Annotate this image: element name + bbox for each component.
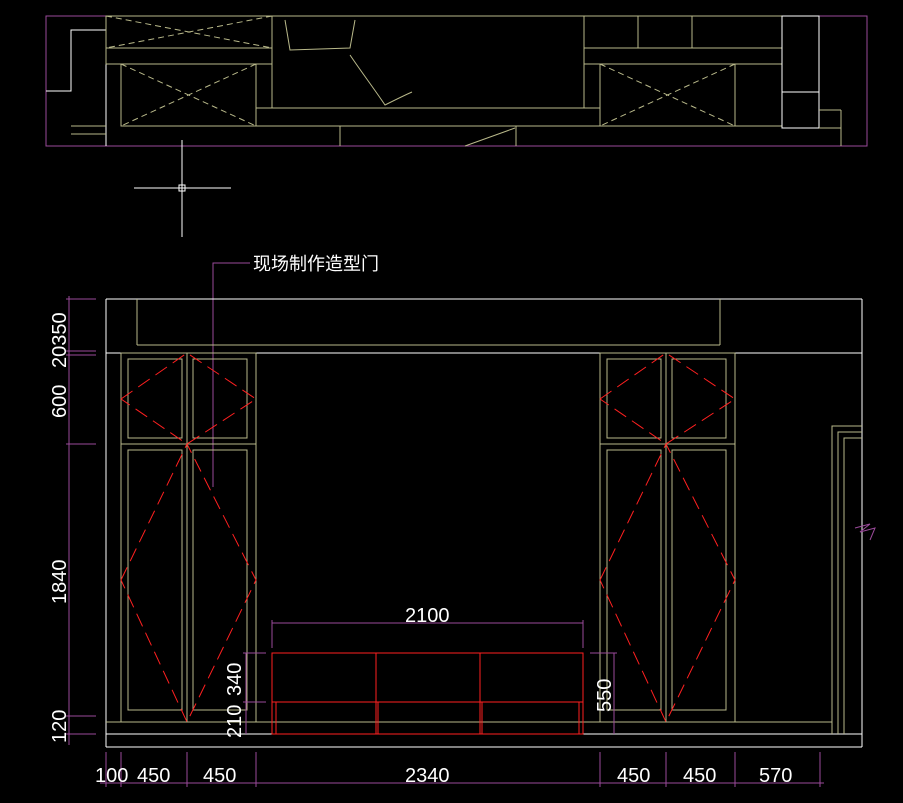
dim-sofa-seat: 210 xyxy=(224,705,246,738)
dim-bottom-3: 2340 xyxy=(405,765,450,787)
plan-view xyxy=(45,15,868,147)
dim-bottom-5: 450 xyxy=(683,765,716,787)
right-wardrobe-door-swing xyxy=(599,352,736,724)
dim-bottom-2: 450 xyxy=(203,765,236,787)
dim-bottom-4: 450 xyxy=(617,765,650,787)
dimension-labels: 20350 600 1840 120 210 340 550 2100 100 … xyxy=(49,312,792,787)
plan-left-cabinet xyxy=(105,15,273,127)
dimensions xyxy=(66,296,824,787)
elevation-view xyxy=(105,298,876,748)
crosshair-cursor-icon xyxy=(134,140,231,237)
right-door-frame xyxy=(831,425,876,734)
dim-sofa-width: 2100 xyxy=(405,605,450,627)
annotation-text: 现场制作造型门 xyxy=(253,254,379,275)
dim-vertical-top: 20350 xyxy=(49,312,71,368)
plan-right-cabinet xyxy=(583,15,783,127)
sofa xyxy=(271,652,584,735)
right-wardrobe xyxy=(599,352,736,723)
plan-center-bed xyxy=(255,15,601,147)
dim-vertical-cabinet-body: 1840 xyxy=(49,560,71,605)
dim-vertical-cabinet-top: 600 xyxy=(49,385,71,418)
dim-sofa-total: 550 xyxy=(594,679,616,712)
door-annotation: 现场制作造型门 xyxy=(212,254,379,487)
left-wardrobe xyxy=(120,352,257,723)
left-wardrobe-door-swing xyxy=(120,352,257,724)
plan-left-wall xyxy=(46,29,107,146)
dim-sofa-back: 340 xyxy=(224,663,246,696)
dim-bottom-6: 570 xyxy=(759,765,792,787)
annotation-leader xyxy=(212,262,250,487)
dim-bottom-1: 450 xyxy=(137,765,170,787)
dim-bottom-0: 100 xyxy=(95,765,128,787)
plan-right-wall xyxy=(781,15,842,146)
dim-vertical-base: 120 xyxy=(49,710,71,743)
